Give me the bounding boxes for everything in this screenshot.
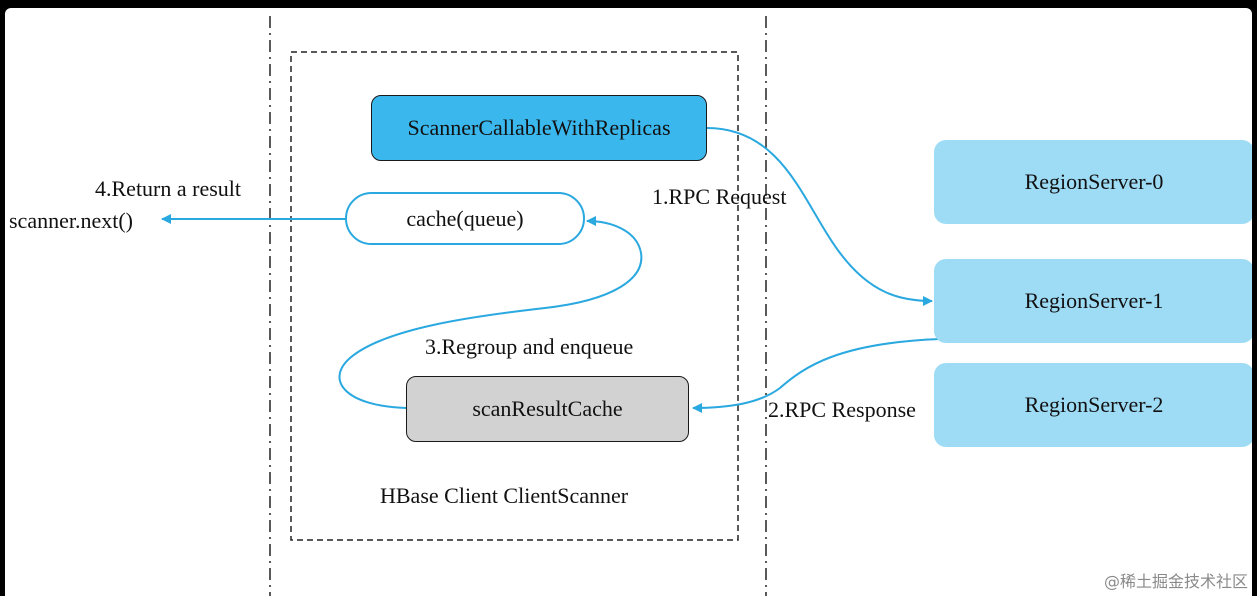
region-server-2-box: RegionServer-2 — [934, 363, 1252, 447]
diagram-canvas: ScannerCallableWithReplicas cache(queue)… — [5, 8, 1252, 596]
diagram-lines — [161, 16, 941, 596]
rpc-response-arrow — [692, 338, 941, 413]
client-scanner-container — [290, 51, 739, 541]
regroup-label: 3.Regroup and enqueue — [425, 334, 634, 359]
container-label: HBase Client ClientScanner — [380, 483, 629, 508]
scanner-callable-box: ScannerCallableWithReplicas — [371, 95, 707, 161]
rpc-response-label: 2.RPC Response — [768, 397, 916, 422]
region-server-0-box: RegionServer-0 — [934, 140, 1252, 224]
rpc-request-label: 1.RPC Request — [652, 184, 787, 209]
watermark: @稀土掘金技术社区 — [1103, 572, 1248, 591]
regroup-arrow — [338, 216, 643, 409]
scanner-next-label: scanner.next() — [9, 208, 133, 233]
return-result-label: 4.Return a result — [95, 176, 242, 201]
region-server-1-box: RegionServer-1 — [934, 259, 1252, 343]
rpc-request-arrow — [706, 127, 933, 306]
scan-result-cache-box: scanResultCache — [406, 376, 689, 442]
cache-queue-box: cache(queue) — [345, 192, 585, 245]
